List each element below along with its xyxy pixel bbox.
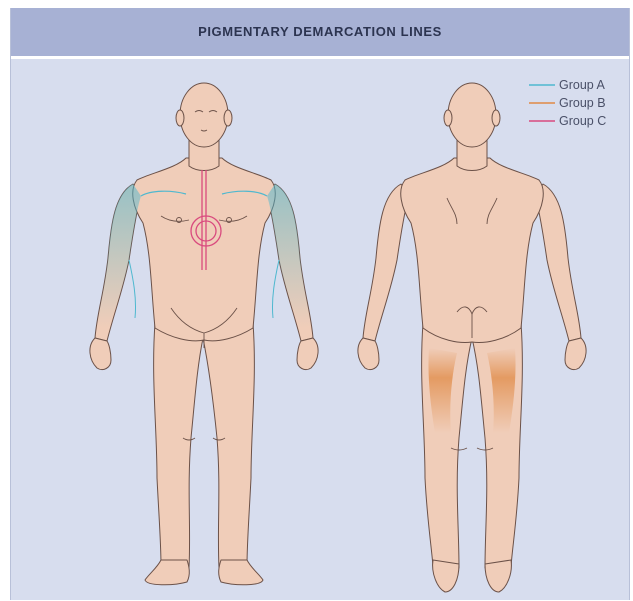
front-right-hand	[297, 338, 318, 370]
legend-label-group-b: Group B	[559, 96, 606, 110]
legend: Group A Group B Group C	[529, 78, 606, 128]
legend-label-group-a: Group A	[559, 78, 606, 92]
front-left-foot	[145, 560, 189, 585]
legend-item-group-c: Group C	[529, 114, 606, 128]
back-head	[448, 83, 496, 147]
group-b-marking	[428, 348, 515, 433]
front-left-hand	[90, 338, 111, 370]
legend-item-group-a: Group A	[529, 78, 606, 92]
front-torso	[133, 158, 276, 341]
body-diagram: Group A Group B Group C	[11, 59, 629, 600]
figure-panel: PIGMENTARY DEMARCATION LINES	[10, 8, 630, 600]
front-legs	[154, 323, 255, 568]
legend-label-group-c: Group C	[559, 114, 606, 128]
front-head	[180, 83, 228, 147]
back-left-hand	[358, 338, 379, 370]
legend-item-group-b: Group B	[529, 96, 606, 110]
figure-title: PIGMENTARY DEMARCATION LINES	[11, 8, 629, 56]
back-left-arm	[363, 184, 409, 341]
back-right-hand	[565, 338, 586, 370]
front-right-foot	[219, 560, 263, 585]
back-right-arm	[535, 184, 581, 341]
back-left-foot	[433, 560, 459, 592]
back-right-foot	[485, 560, 511, 592]
title-banner: PIGMENTARY DEMARCATION LINES	[11, 8, 629, 59]
